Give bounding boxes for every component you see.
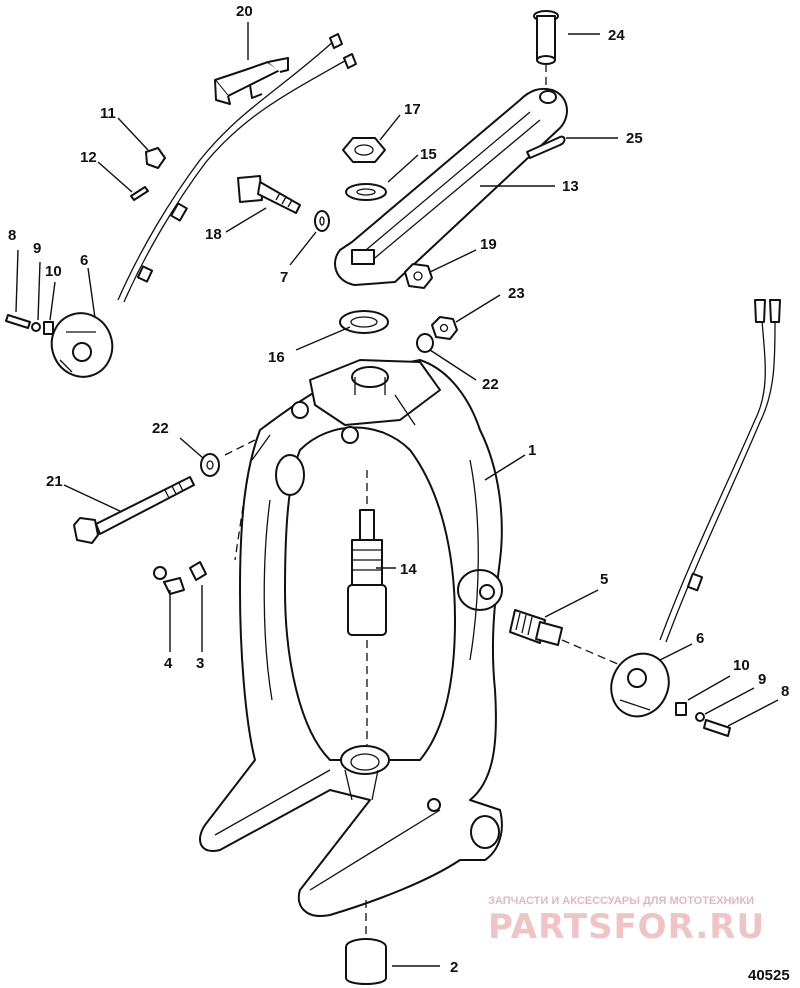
hex-nut bbox=[404, 263, 433, 289]
callout-1: 1 bbox=[528, 442, 536, 459]
screw-12 bbox=[130, 186, 149, 201]
cable-clip bbox=[214, 57, 289, 105]
callout-11: 11 bbox=[100, 105, 116, 122]
callout-22-left: 22 bbox=[152, 420, 169, 437]
long-bolt bbox=[73, 439, 256, 561]
trim-sender-harness-right bbox=[659, 299, 781, 643]
callout-12: 12 bbox=[80, 149, 97, 166]
callout-10-left: 10 bbox=[45, 263, 62, 280]
callout-9-left: 9 bbox=[33, 240, 41, 257]
cotter-pin bbox=[526, 135, 566, 159]
callout-9-right: 9 bbox=[758, 671, 766, 688]
washer-upper bbox=[416, 333, 434, 353]
callouts: 20 24 11 12 17 15 25 13 18 7 19 8 9 10 6… bbox=[8, 3, 789, 976]
screw-8-right bbox=[703, 719, 731, 737]
callout-18: 18 bbox=[205, 226, 222, 243]
lockwasher-9-left bbox=[31, 322, 41, 332]
bushing-10-right bbox=[675, 702, 687, 716]
callout-17: 17 bbox=[404, 101, 421, 118]
trim-sender-left bbox=[50, 312, 114, 378]
callout-22-upper: 22 bbox=[482, 376, 499, 393]
callout-20: 20 bbox=[236, 3, 253, 20]
callout-8-left: 8 bbox=[8, 227, 16, 244]
callout-10-right: 10 bbox=[733, 657, 750, 674]
clevis-pin bbox=[533, 10, 559, 90]
callout-25: 25 bbox=[626, 130, 643, 147]
trim-sender-harness bbox=[117, 33, 357, 303]
callout-24: 24 bbox=[608, 27, 625, 44]
lockwasher-9-right bbox=[695, 712, 705, 722]
watermark-tagline: ЗАПЧАСТИ И АКСЕССУАРЫ ДЛЯ МОТОТЕХНИКИ bbox=[488, 895, 754, 907]
callout-16: 16 bbox=[268, 349, 285, 366]
steering-arm bbox=[334, 87, 568, 286]
pivot-pin bbox=[347, 470, 387, 745]
trim-sender-right bbox=[610, 652, 670, 718]
hex-nut-top bbox=[431, 316, 458, 340]
leader-lines bbox=[15, 22, 779, 967]
bolt bbox=[237, 175, 301, 214]
callout-15: 15 bbox=[420, 146, 437, 163]
callout-23: 23 bbox=[508, 285, 525, 302]
callout-13: 13 bbox=[562, 178, 579, 195]
swivel-bracket bbox=[199, 359, 503, 917]
watermark: ЗАПЧАСТИ И АКСЕССУАРЫ ДЛЯ МОТОТЕХНИКИ PA… bbox=[488, 895, 765, 947]
callout-14: 14 bbox=[400, 561, 417, 578]
callout-6-right: 6 bbox=[696, 630, 704, 647]
screw-8-left bbox=[5, 314, 31, 329]
callout-8-right: 8 bbox=[781, 683, 789, 700]
callout-7: 7 bbox=[280, 269, 288, 286]
tilt-stop bbox=[509, 609, 621, 666]
washer-left bbox=[200, 453, 220, 477]
locknut bbox=[342, 137, 386, 163]
lower-bushing bbox=[345, 900, 387, 985]
retainer-11 bbox=[145, 147, 166, 169]
callout-21: 21 bbox=[46, 473, 63, 490]
watermark-brand: PARTSFOR.RU bbox=[488, 907, 765, 947]
callout-3: 3 bbox=[196, 655, 204, 672]
callout-2: 2 bbox=[450, 959, 458, 976]
callout-6-left: 6 bbox=[80, 252, 88, 269]
bushing-washer bbox=[339, 310, 389, 334]
flat-washer bbox=[314, 210, 330, 232]
washer bbox=[345, 183, 387, 201]
callout-19: 19 bbox=[480, 236, 497, 253]
grease-fitting bbox=[153, 561, 207, 595]
figure-number: 40525 bbox=[748, 967, 790, 984]
bushing-10-left bbox=[43, 321, 54, 335]
callout-4: 4 bbox=[164, 655, 173, 672]
callout-5: 5 bbox=[600, 571, 608, 588]
